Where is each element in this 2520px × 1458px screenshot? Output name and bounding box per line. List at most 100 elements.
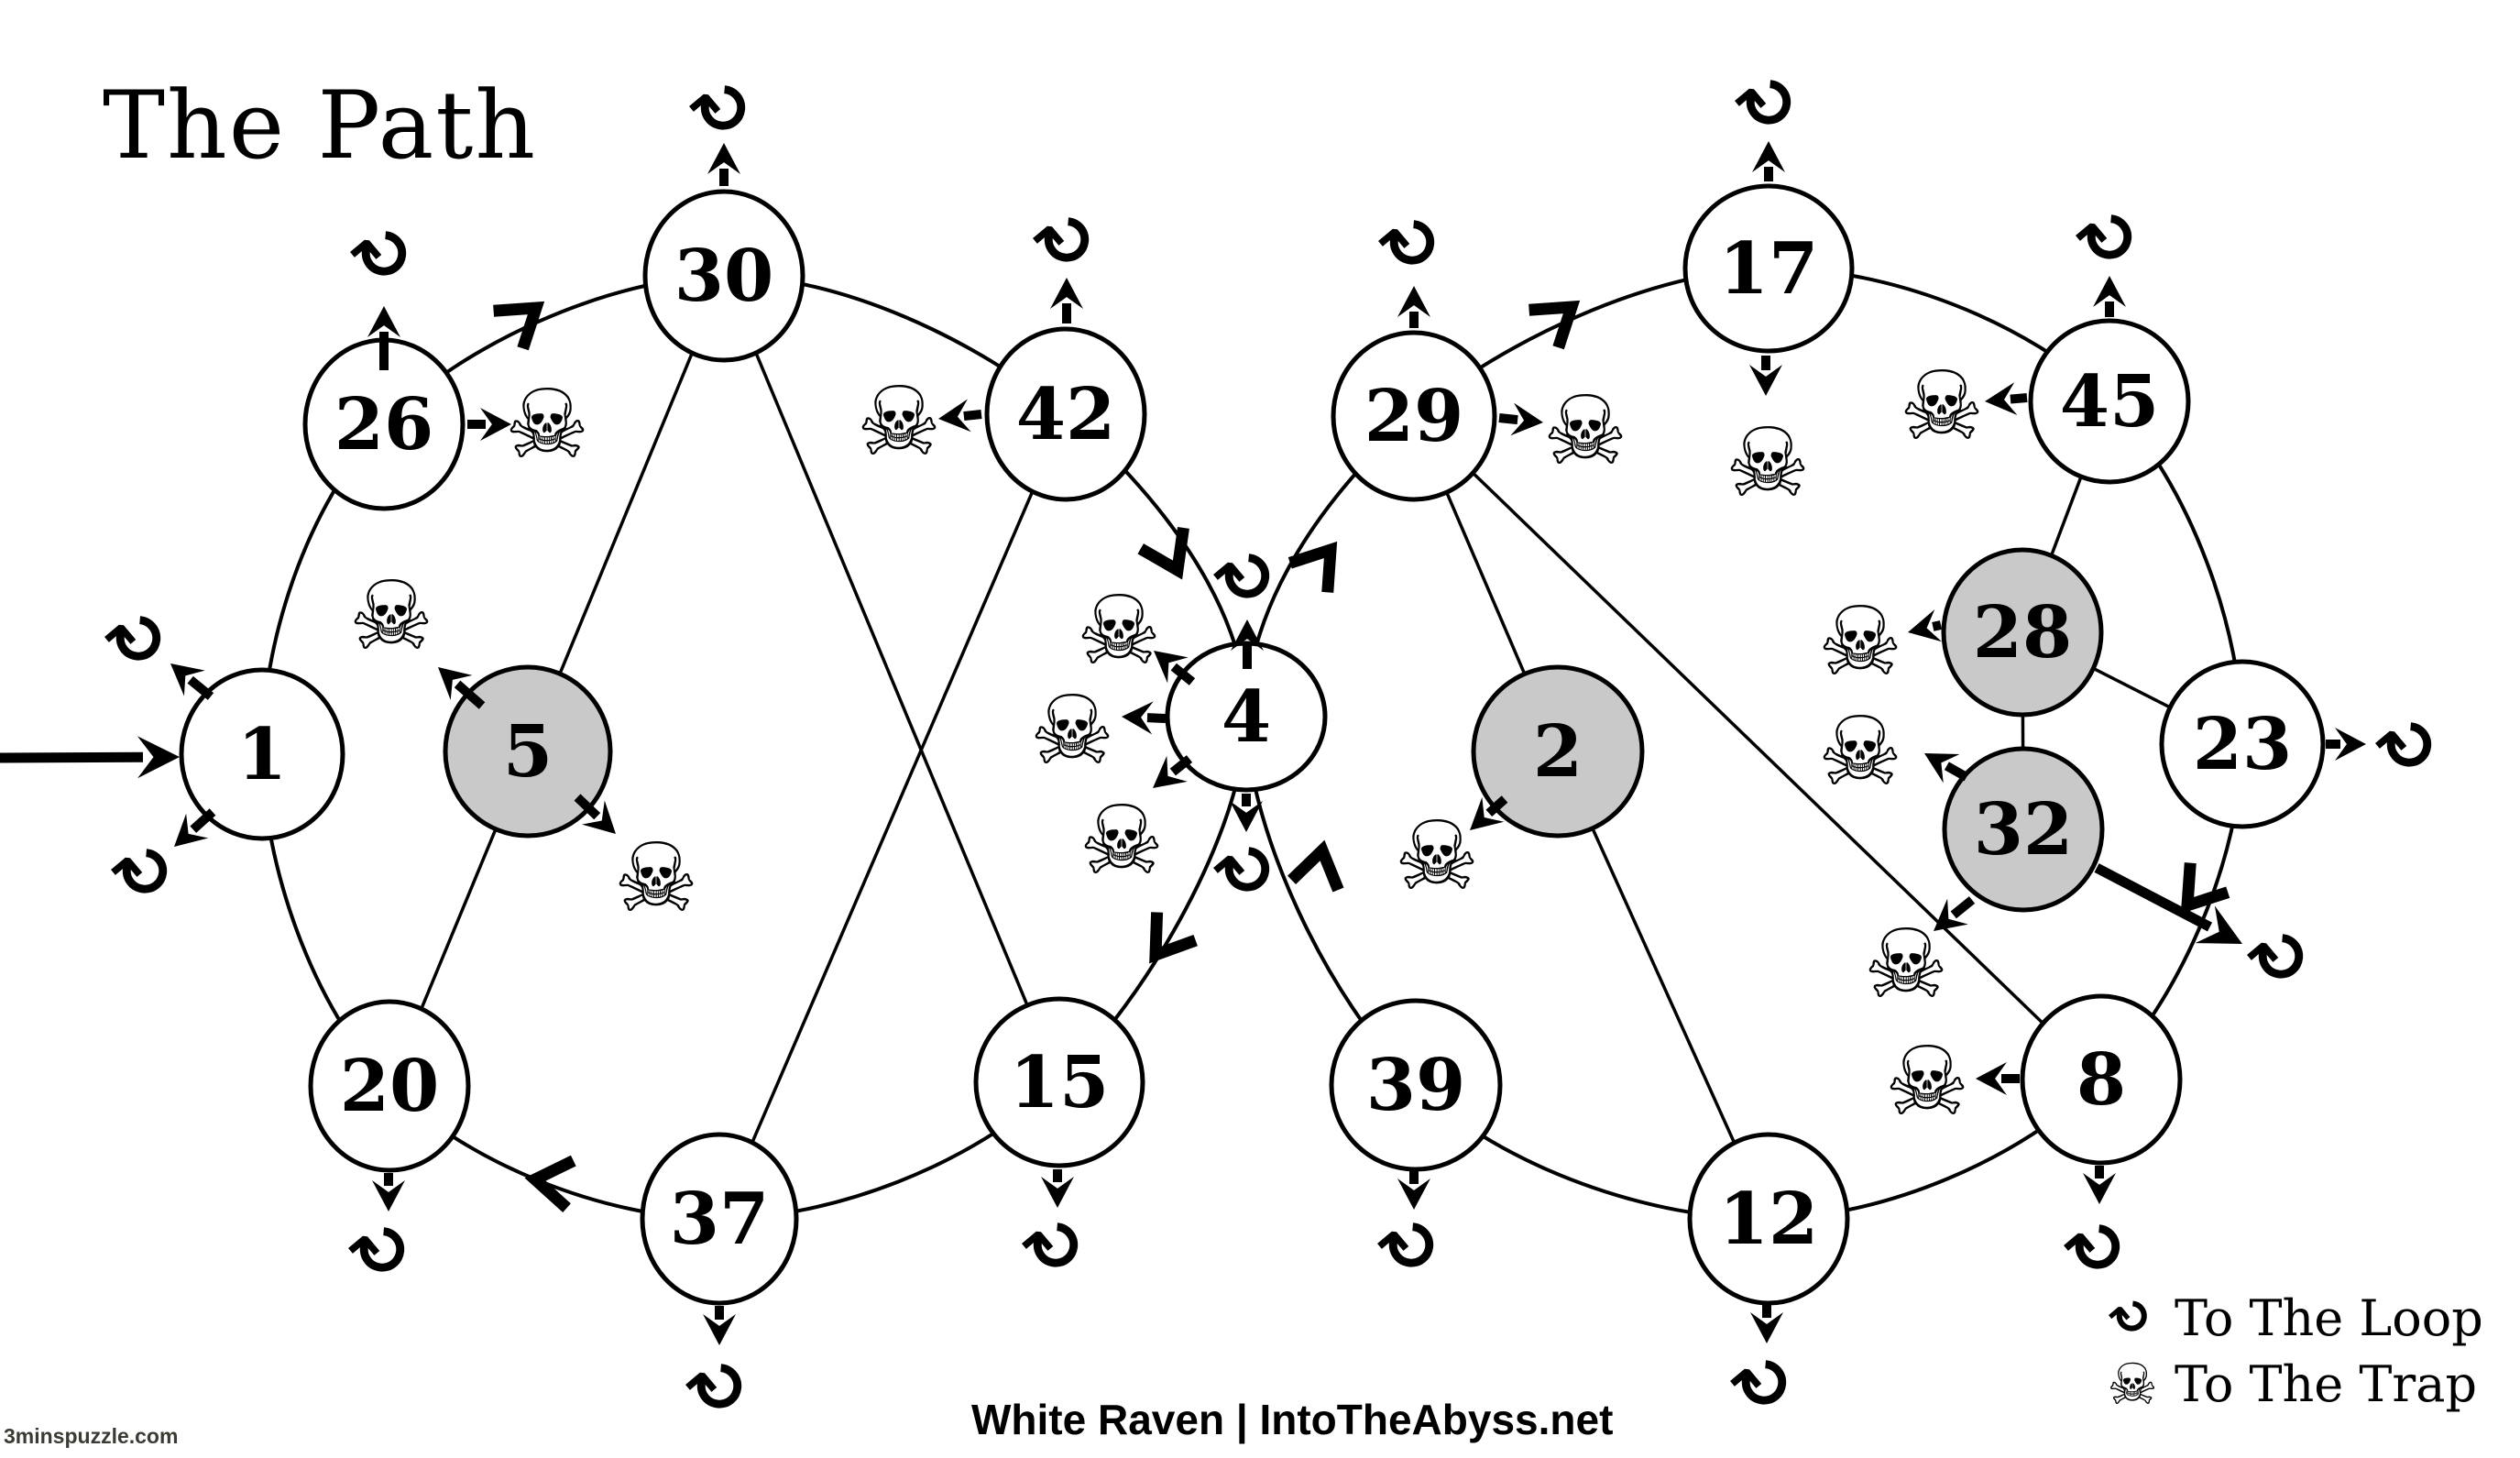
node-32 (1942, 746, 2105, 913)
node-8-label: 8 (2076, 1038, 2126, 1122)
skull-upleft-5-icon: ☠ (348, 560, 433, 672)
node-30-label: 30 (674, 235, 774, 318)
loop-above-17: ↻ (1720, 53, 1817, 153)
credit-text: White Raven | IntoTheAbyss.net (971, 1396, 1614, 1443)
legend-row-loop: ↻ To The Loop (2099, 1284, 2483, 1352)
exit-arrow-32-head (2195, 905, 2242, 944)
watermark: 3minspuzzle.com (4, 1424, 179, 1448)
skull-upleft-4-icon: ☠ (1076, 575, 1161, 686)
arrow-32-downleft-head (1934, 898, 1968, 931)
arrow-12-down-head (1750, 1312, 1783, 1343)
trap-icon: ☠ (2107, 1350, 2158, 1418)
arc-arrow-29-17 (1528, 300, 1581, 350)
skull-left-28-icon: ☠ (1817, 586, 1902, 697)
arrow-17-up-head (1752, 141, 1785, 172)
arrow-15-down-head (1041, 1177, 1074, 1208)
skull-downleft-2-icon: ☠ (1394, 800, 1479, 912)
arc-arrow-37-20 (524, 1155, 576, 1212)
skull-left-8-icon: ☠ (1884, 1025, 1969, 1137)
legend-label-loop: To The Loop (2175, 1288, 2483, 1347)
arrow-26-right-head (480, 408, 511, 441)
loop-right-23: ↻ (2361, 696, 2458, 795)
legend-row-trap: ☠ To The Trap (2103, 1350, 2483, 1418)
loop-above-30: ↻ (674, 59, 772, 159)
arrow-4-downleft-shaft (1169, 755, 1193, 776)
loop-below-4-icon: ↻ (1199, 820, 1296, 920)
chord-29-8 (1412, 414, 2103, 1081)
arrow-4-left-head (1122, 701, 1154, 735)
chord-42-37 (718, 413, 1068, 1220)
legend: ↻ To The Loop ☠ To The Trap (2099, 1284, 2483, 1418)
skull-below-17-icon: ☠ (1725, 407, 1810, 519)
node-37 (640, 1132, 799, 1306)
loop-below-37-icon: ↻ (671, 1337, 768, 1437)
loop-above-29-icon: ↻ (1364, 193, 1461, 293)
loop-upleft-1: ↻ (90, 589, 187, 689)
node-20 (308, 999, 471, 1173)
node-26-label: 26 (334, 383, 434, 466)
node-23 (2159, 659, 2326, 829)
arrow-17-down-head (1749, 365, 1782, 396)
arc-arrow-4-15 (1149, 912, 1198, 964)
skull-right-26-icon: ☠ (504, 368, 589, 480)
arrow-2-downleft-head (1470, 796, 1505, 830)
skull-downleft-32-icon: ☠ (1863, 908, 1948, 1020)
arrow-8-left-head (1976, 1062, 2007, 1095)
loop-below-12-icon: ↻ (1715, 1333, 1813, 1433)
node-4 (1165, 641, 1328, 793)
arrow-28-left-shaft (1932, 620, 1943, 631)
arc-arrow-42-4 (1137, 527, 1189, 580)
loop-above-26-icon: ↻ (335, 204, 433, 304)
skull-right-29-icon: ☠ (1542, 375, 1627, 487)
loop-above-30-icon: ↻ (674, 59, 772, 159)
skull-downleft-4-icon: ☠ (1079, 784, 1164, 896)
node-32-label: 32 (1974, 788, 2074, 872)
arrow-23-right-head (2335, 728, 2366, 761)
node-20-label: 20 (340, 1045, 440, 1128)
node-37-label: 37 (670, 1178, 770, 1261)
loop-below-12: ↻ (1715, 1333, 1813, 1433)
node-42 (984, 326, 1147, 502)
arrow-30-up-head (707, 143, 740, 174)
chord-30-15 (722, 275, 1061, 1083)
loop-below-37: ↻ (671, 1337, 768, 1437)
arrow-4-downleft-head (1153, 755, 1188, 788)
arrow-5-downright-head (581, 800, 616, 834)
node-39-label: 39 (1366, 1044, 1466, 1127)
arrow-29-right-shaft (1498, 413, 1518, 425)
arrow-37-down-head (703, 1314, 736, 1345)
node-45-label: 45 (2060, 360, 2160, 444)
skull-left-42-icon: ☠ (856, 366, 941, 477)
loop-above-42: ↻ (1018, 191, 1115, 291)
arrow-20-down-head (372, 1180, 405, 1211)
arrow-42-left-head (938, 399, 971, 433)
skull-downright-5-icon: ☠ (613, 822, 698, 934)
skull-upleft-32-icon: ☠ (1817, 696, 1902, 807)
node-2-label: 2 (1533, 710, 1583, 794)
arrow-2-downleft-shaft (1485, 795, 1508, 817)
legend-label-trap: To The Trap (2175, 1354, 2478, 1413)
loop-below-15: ↻ (1007, 1196, 1104, 1296)
loop-above-4-icon: ↻ (1199, 527, 1296, 627)
loop-above-4: ↻ (1199, 527, 1296, 627)
node-23-label: 23 (2193, 703, 2293, 786)
loop-above-26: ↻ (335, 204, 433, 304)
arrow-5-upleft-shaft (454, 680, 486, 709)
node-12 (1687, 1132, 1850, 1306)
arrow-29-right-head (1510, 402, 1543, 436)
arc-arrow-23-8 (2180, 862, 2230, 915)
loop-above-45: ↻ (2061, 188, 2158, 288)
node-42-label: 42 (1016, 373, 1116, 456)
loop-above-42-icon: ↻ (1018, 191, 1115, 291)
arrow-4-up-head (1231, 619, 1264, 651)
loop-icon: ↻ (2099, 1284, 2165, 1352)
loop-below-4: ↻ (1199, 820, 1296, 920)
node-5-label: 5 (503, 710, 553, 794)
node-45 (2028, 318, 2191, 485)
arrow-45-up-head (2093, 276, 2126, 307)
loop-below-15-icon: ↻ (1007, 1196, 1104, 1296)
loop-exit-32-icon: ↻ (2232, 907, 2329, 1007)
arrow-26-up-head (367, 306, 400, 337)
